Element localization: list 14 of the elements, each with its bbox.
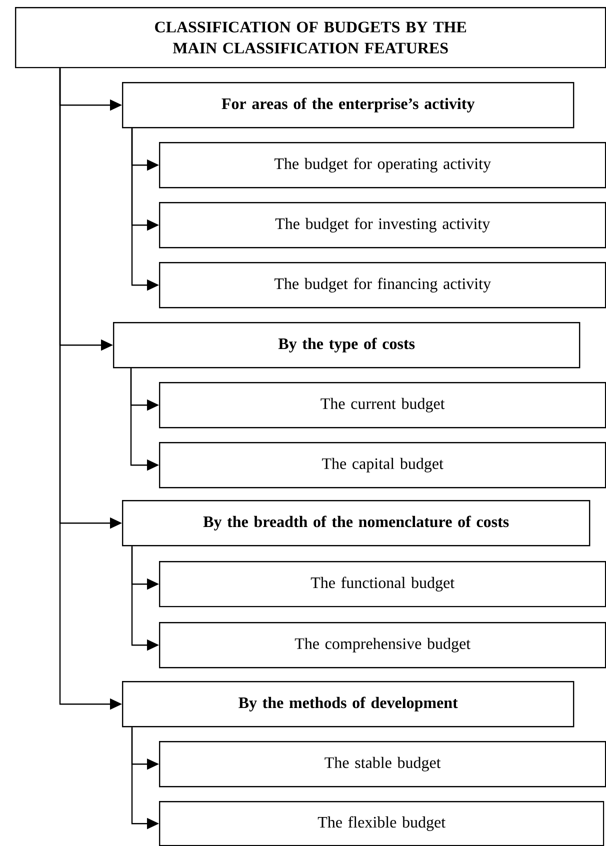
budget-box: The stable budget: [159, 741, 606, 788]
budget-box: The comprehensive budget: [159, 622, 606, 668]
budget-box: The capital budget: [159, 442, 606, 488]
category-box: By the type of costs: [113, 322, 580, 368]
budget-box: The functional budget: [159, 561, 606, 608]
budget-box: The budget for investing activity: [159, 202, 606, 248]
category-box: By the methods of development: [122, 681, 574, 728]
category-box: For areas of the enterprise’s activity: [122, 82, 574, 128]
category-box: By the breadth of the nomenclature of costs: [122, 500, 590, 546]
title-box: CLASSIFICATION OF BUDGETS BY THE MAIN CLASSIFICATION FEATURES: [15, 7, 606, 68]
budget-box: The current budget: [159, 382, 606, 428]
budget-box: The budget for operating activity: [159, 142, 606, 188]
budget-box: The flexible budget: [159, 801, 604, 846]
budget-box: The budget for financing activity: [159, 262, 606, 308]
